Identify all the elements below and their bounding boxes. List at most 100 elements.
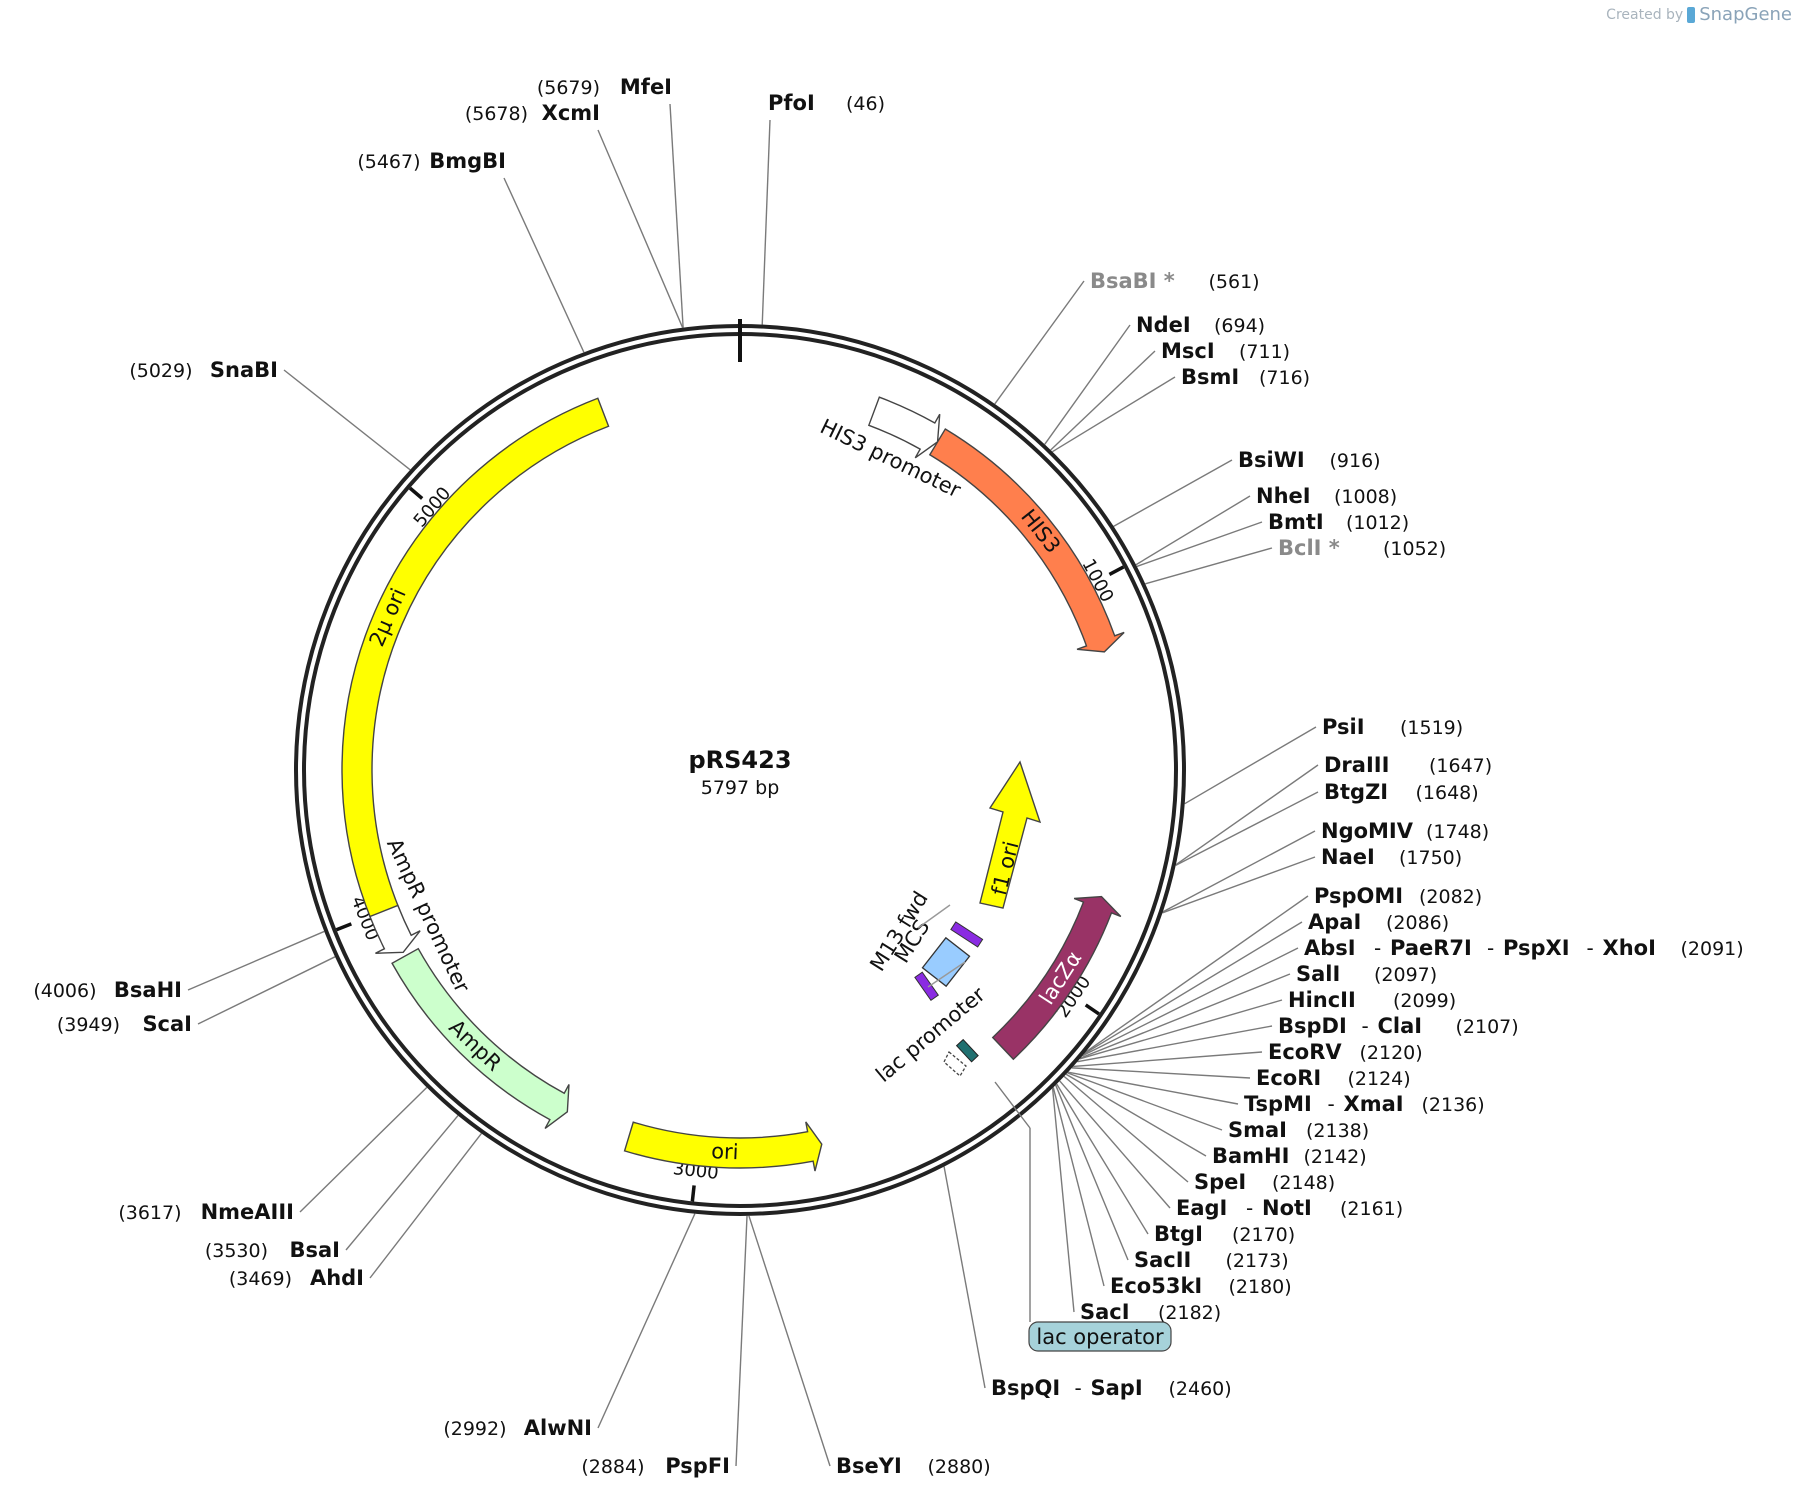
site-apai[interactable]: ApaI(2086) [1308, 910, 1449, 934]
site-name: SacII [1134, 1248, 1191, 1272]
site-bsahi[interactable]: BsaHI (4006) [33, 978, 182, 1002]
site-position: (5679) [537, 77, 600, 99]
site-bspdi-clai[interactable]: BspDI-ClaI(2107) [1278, 1014, 1519, 1038]
site-leader [1162, 856, 1316, 914]
site-eagi-noti[interactable]: EagI-NotI(2161) [1176, 1196, 1403, 1220]
site-leader [299, 1086, 428, 1213]
site-leader [597, 129, 684, 328]
site-name: NdeI [1136, 313, 1191, 337]
site-xcmi[interactable]: XcmI(5678) [465, 101, 600, 125]
site-name: NaeI [1321, 845, 1375, 869]
site-bseyi[interactable]: BseYI(2880) [836, 1454, 991, 1478]
feature-f1-ori[interactable] [979, 760, 1042, 909]
site-sali[interactable]: SalI(2097) [1296, 962, 1437, 986]
site-position: (4006) [33, 980, 96, 1002]
site-position: (561) [1209, 271, 1260, 293]
site-smai[interactable]: SmaI(2138) [1228, 1118, 1369, 1142]
site-position: (2992) [443, 1418, 506, 1440]
site-eco53ki[interactable]: Eco53kI(2180) [1110, 1274, 1292, 1298]
site-name: XmaI [1344, 1092, 1404, 1116]
inner-features: f1 ori M13 fwd MCS lac promoter lac oper… [865, 760, 1172, 1352]
feature-ori[interactable]: ori [623, 1121, 823, 1172]
site-name: BsmI [1181, 365, 1239, 389]
site-name: BmgBI [429, 149, 506, 173]
feature-lac-operator-mark [955, 1038, 979, 1063]
site-spei[interactable]: SpeI(2148) [1194, 1170, 1335, 1194]
site-name: SacI [1080, 1300, 1130, 1324]
site-ahdi[interactable]: AhdI(3469) [229, 1266, 364, 1290]
site-bsmi[interactable]: BsmI(716) [1181, 365, 1310, 389]
site-name: BsaI [290, 1238, 341, 1262]
site-scai[interactable]: ScaI(3949) [57, 1012, 192, 1036]
site-pfoi[interactable]: PfoI(46) [768, 91, 885, 115]
site-name: DraIII [1324, 753, 1389, 777]
site-ecorv[interactable]: EcoRV(2120) [1268, 1040, 1423, 1064]
site-absi-paer7i-pspxi-xhoi[interactable]: AbsI-PaeR7I-PspXI-XhoI(2091) [1304, 936, 1744, 960]
site-name: ApaI [1308, 910, 1361, 934]
site-leader [187, 930, 325, 991]
site-leader [1162, 830, 1316, 913]
site-mfei[interactable]: MfeI (5679) [537, 75, 672, 99]
site-ecori[interactable]: EcoRI(2124) [1256, 1066, 1411, 1090]
site-pspomi[interactable]: PspOMI(2082) [1314, 884, 1482, 908]
site-btgi[interactable]: BtgI(2170) [1154, 1222, 1295, 1246]
site-position: (3949) [57, 1014, 120, 1036]
feature-ampr[interactable]: AmpR [391, 947, 570, 1130]
site-pspfi[interactable]: PspFI(2884) [581, 1454, 730, 1478]
feature-m13-fwd[interactable] [950, 921, 984, 948]
site-saci[interactable]: SacI(2182) [1080, 1300, 1221, 1324]
site-position: (1748) [1426, 821, 1489, 843]
restriction-site-labels: PfoI(46)BsaBI *(561)NdeI(694)MscI(711)Bs… [33, 75, 1743, 1478]
site-position: (46) [846, 93, 885, 115]
site-leader [1067, 1072, 1223, 1131]
site-bmgbi[interactable]: BmgBI(5467) [357, 149, 506, 173]
site-bspqi-sapi[interactable]: BspQI-SapI(2460) [991, 1376, 1232, 1400]
site-bsiwi[interactable]: BsiWI(916) [1238, 448, 1381, 472]
site-alwni[interactable]: AlwNI(2992) [443, 1416, 592, 1440]
feature-his3[interactable]: HIS3 [928, 428, 1125, 653]
site-bsabi[interactable]: BsaBI *(561) [1090, 269, 1260, 293]
site-leader [1145, 547, 1273, 585]
site-psii[interactable]: PsiI(1519) [1322, 715, 1463, 739]
site-hincii[interactable]: HincII(2099) [1288, 988, 1456, 1012]
site-position: (2142) [1304, 1146, 1367, 1168]
lac-operator-callout[interactable] [1028, 1321, 1172, 1352]
site-nmeaiii[interactable]: NmeAIII(3617) [118, 1200, 294, 1224]
site-name: BsaHI [114, 978, 182, 1002]
site-bmti[interactable]: BmtI(1012) [1268, 510, 1409, 534]
site-leader [1184, 726, 1317, 805]
site-bcli[interactable]: BclI *(1052) [1278, 536, 1446, 560]
site-btgzi[interactable]: BtgZI(1648) [1324, 780, 1479, 804]
site-name: MfeI [620, 75, 672, 99]
feature-lacz[interactable]: lacZα [991, 895, 1122, 1061]
site-name: SmaI [1228, 1118, 1287, 1142]
site-name: PspXI [1503, 936, 1570, 960]
site-bamhi[interactable]: BamHI(2142) [1212, 1144, 1367, 1168]
plasmid-length: 5797 bp [701, 777, 780, 799]
feature-2-ori[interactable]: 2µ ori [341, 397, 610, 922]
site-snabi[interactable]: SnaBI(5029) [129, 358, 278, 382]
site-msci[interactable]: MscI(711) [1161, 339, 1290, 363]
site-position: (1750) [1399, 847, 1462, 869]
site-leader [1113, 459, 1233, 527]
site-separator: - [1587, 936, 1594, 960]
feature-mcs[interactable] [921, 936, 971, 988]
site-sacii[interactable]: SacII(2173) [1134, 1248, 1289, 1272]
site-bsai[interactable]: BsaI(3530) [205, 1238, 340, 1262]
feature-lac-promoter[interactable] [943, 1050, 967, 1078]
site-leader [1135, 495, 1251, 566]
site-ndei[interactable]: NdeI(694) [1136, 313, 1265, 337]
site-name: AhdI [310, 1266, 364, 1290]
site-leader [735, 1215, 748, 1467]
plasmid-name: pRS423 [688, 746, 791, 774]
site-naei[interactable]: NaeI (1750) [1321, 845, 1462, 869]
site-draiii[interactable]: DraIII(1647) [1324, 753, 1492, 777]
credit-prefix: Created by [1606, 6, 1684, 23]
site-ngomiv[interactable]: NgoMIV(1748) [1321, 819, 1489, 843]
site-position: (2082) [1419, 886, 1482, 908]
site-leader [1082, 947, 1299, 1057]
site-leader [1067, 1071, 1239, 1105]
site-tspmi-xmai[interactable]: TspMI-XmaI(2136) [1244, 1092, 1485, 1116]
site-nhei[interactable]: NheI(1008) [1256, 484, 1397, 508]
site-leader-lines [187, 103, 1319, 1467]
